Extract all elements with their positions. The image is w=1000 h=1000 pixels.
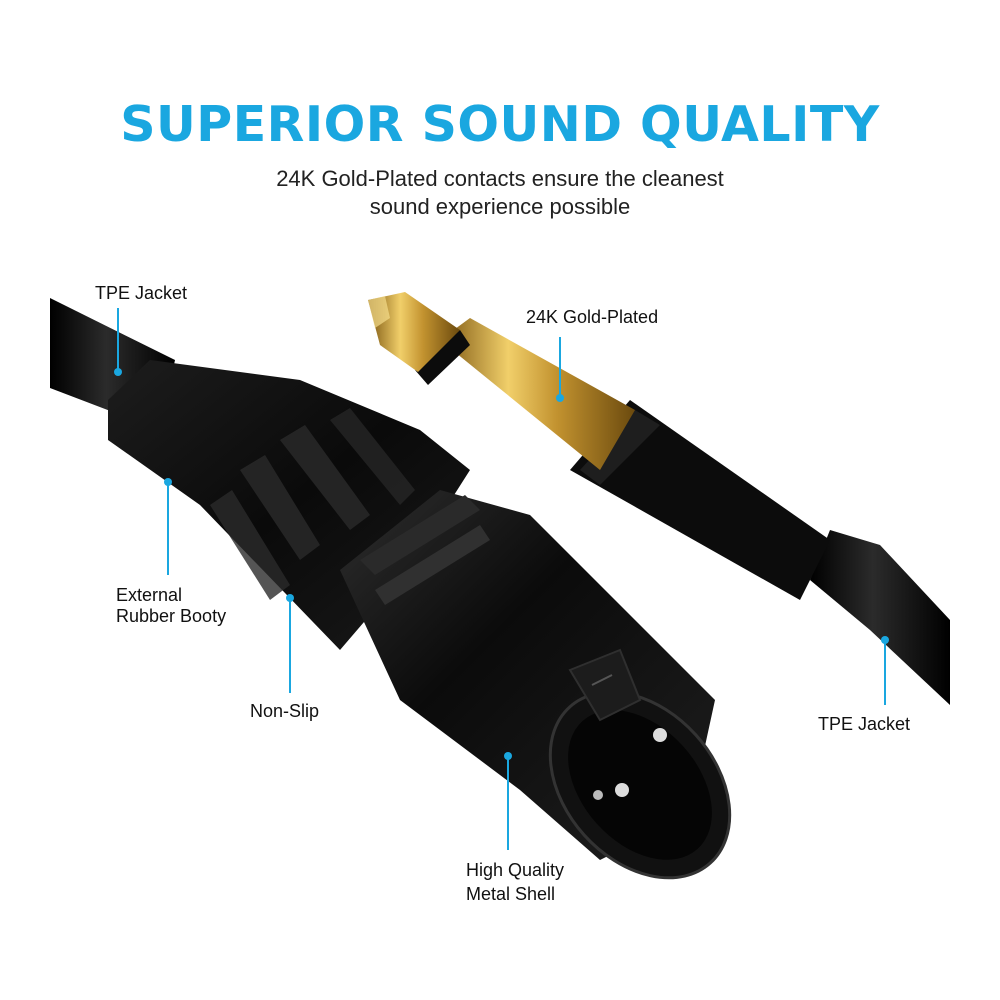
page-title: SUPERIOR SOUND QUALITY xyxy=(120,96,880,153)
xlr-pin xyxy=(593,790,603,800)
callout-tpe-jacket-left: TPE Jacket xyxy=(95,283,188,303)
callout-metal-shell-line-1: High Quality xyxy=(466,860,565,880)
subtitle-line-2: sound experience possible xyxy=(369,194,631,219)
callout-gold-plated: 24K Gold-Plated xyxy=(526,307,659,327)
callout-markers xyxy=(114,308,889,850)
xlr-pin xyxy=(653,728,667,742)
xlr-pin xyxy=(615,783,629,797)
gold-plug-tip xyxy=(368,292,635,470)
callout-external-booty-line-2: Rubber Booty xyxy=(116,606,227,626)
callout-metal-shell-line-2: Metal Shell xyxy=(466,884,556,904)
callout-external-booty-line-1: External xyxy=(116,585,183,605)
xlr-metal-shell xyxy=(340,490,732,880)
callout-non-slip: Non-Slip xyxy=(250,701,320,721)
callout-tpe-jacket-right: TPE Jacket xyxy=(818,714,911,734)
subtitle-line-1: 24K Gold-Plated contacts ensure the clea… xyxy=(276,166,724,191)
right-cable xyxy=(810,530,950,705)
